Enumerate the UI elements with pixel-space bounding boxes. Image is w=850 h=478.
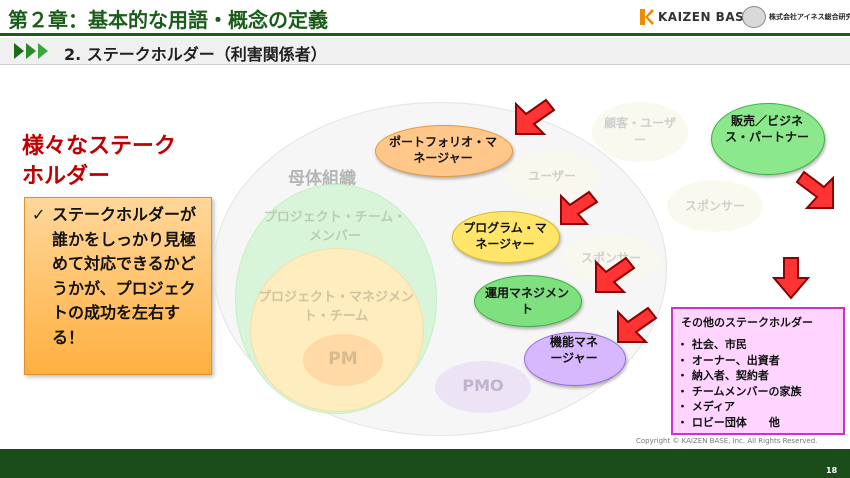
functional-manager-ellipse [524,332,626,386]
header-bar [0,0,850,34]
arrow-to-portfolio-icon [515,98,556,135]
triple-chevron-icon [14,43,48,59]
operations-ellipse [474,275,582,327]
header-divider [0,33,850,36]
user-label: ユーザー [528,169,576,183]
section-bar [0,38,850,65]
other-stakeholders-box [671,307,845,435]
chapter-title: 第２章：基本的な用語・概念の定義 [8,8,328,32]
list-item: ・ メディア [677,400,736,413]
operations-label: 運用マネジメント [484,286,569,316]
pm-label: PM [328,349,358,369]
arrow-to-others-icon [772,257,810,300]
lead-line-1: 様々なステーク [22,134,177,159]
kaizen-logo-text: KAIZEN BASE [658,10,753,24]
key-point-box [24,197,212,375]
key-point-text: ステークホルダーが誰かをしっかり見極めて対応できるかどうかが、プロジェクトの成功… [52,205,197,347]
sales-partner-ellipse [711,103,825,175]
program-manager-label: プログラム・マネージャー [463,221,547,251]
arrow-to-operations-icon [595,256,636,293]
customer-ellipse [592,102,688,162]
pm-ellipse [303,334,383,386]
lead-line-2: ホルダー [22,164,111,189]
sponsor-outer-label: スポンサー [684,199,745,213]
section-title: 2. ステークホルダー（利害関係者） [64,45,327,64]
sponsor-outer-ellipse [667,180,763,232]
list-item: ・ 社会、市民 [677,338,747,351]
customer-label: 顧客・ユーザー [604,116,676,147]
other-stakeholders-list: ・ 社会、市民 ・ オーナー、出資者 ・ 納入者、契約者 ・ チームメンバーの家… [677,337,802,430]
footer-bar [0,449,850,478]
kaizen-k-icon [640,9,654,25]
arrow-to-functional-icon [617,306,658,343]
functional-manager-label: 機能マネージャー [549,335,598,365]
portfolio-manager-label: ポートフォリオ・マネージャー [388,135,497,165]
ines-logo: 株式会社アイネス総合研究所 [742,6,850,28]
program-manager-ellipse [452,211,560,263]
project-mgmt-label: プロジェクト・マネジメント・チーム [257,290,414,324]
user-ellipse [504,152,600,200]
page-number: 18 [826,466,838,475]
sales-partner-label: 販売／ビジネス・パートナー [724,114,809,144]
portfolio-manager-ellipse [375,125,513,177]
other-stakeholders-title: その他のステークホルダー [681,316,813,329]
list-item: ・ ロビー団体 他 [677,415,780,429]
ines-logo-text: 株式会社アイネス総合研究所 [769,13,850,21]
project-mgmt-ellipse [250,248,424,412]
list-item: ・ 納入者、契約者 [677,369,769,382]
lead-heading: 様々なステーク ホルダー [22,132,212,192]
arrow-to-sales-partner-icon [795,170,834,209]
arrow-to-program-icon [560,190,599,225]
list-item: ・ チームメンバーの家族 [677,384,802,398]
ines-emblem-icon [742,6,766,28]
pmo-ellipse [435,361,531,413]
project-team-label: プロジェクト・チーム・メンバー [263,210,407,244]
list-item: ・ オーナー、出資者 [677,353,780,367]
kaizen-logo: KAIZEN BASE [640,8,753,26]
copyright: Copyright © KAIZEN BASE, Inc. All Rights… [636,437,818,445]
check-icon: ✓ [32,205,46,224]
pmo-label: PMO [462,376,504,395]
